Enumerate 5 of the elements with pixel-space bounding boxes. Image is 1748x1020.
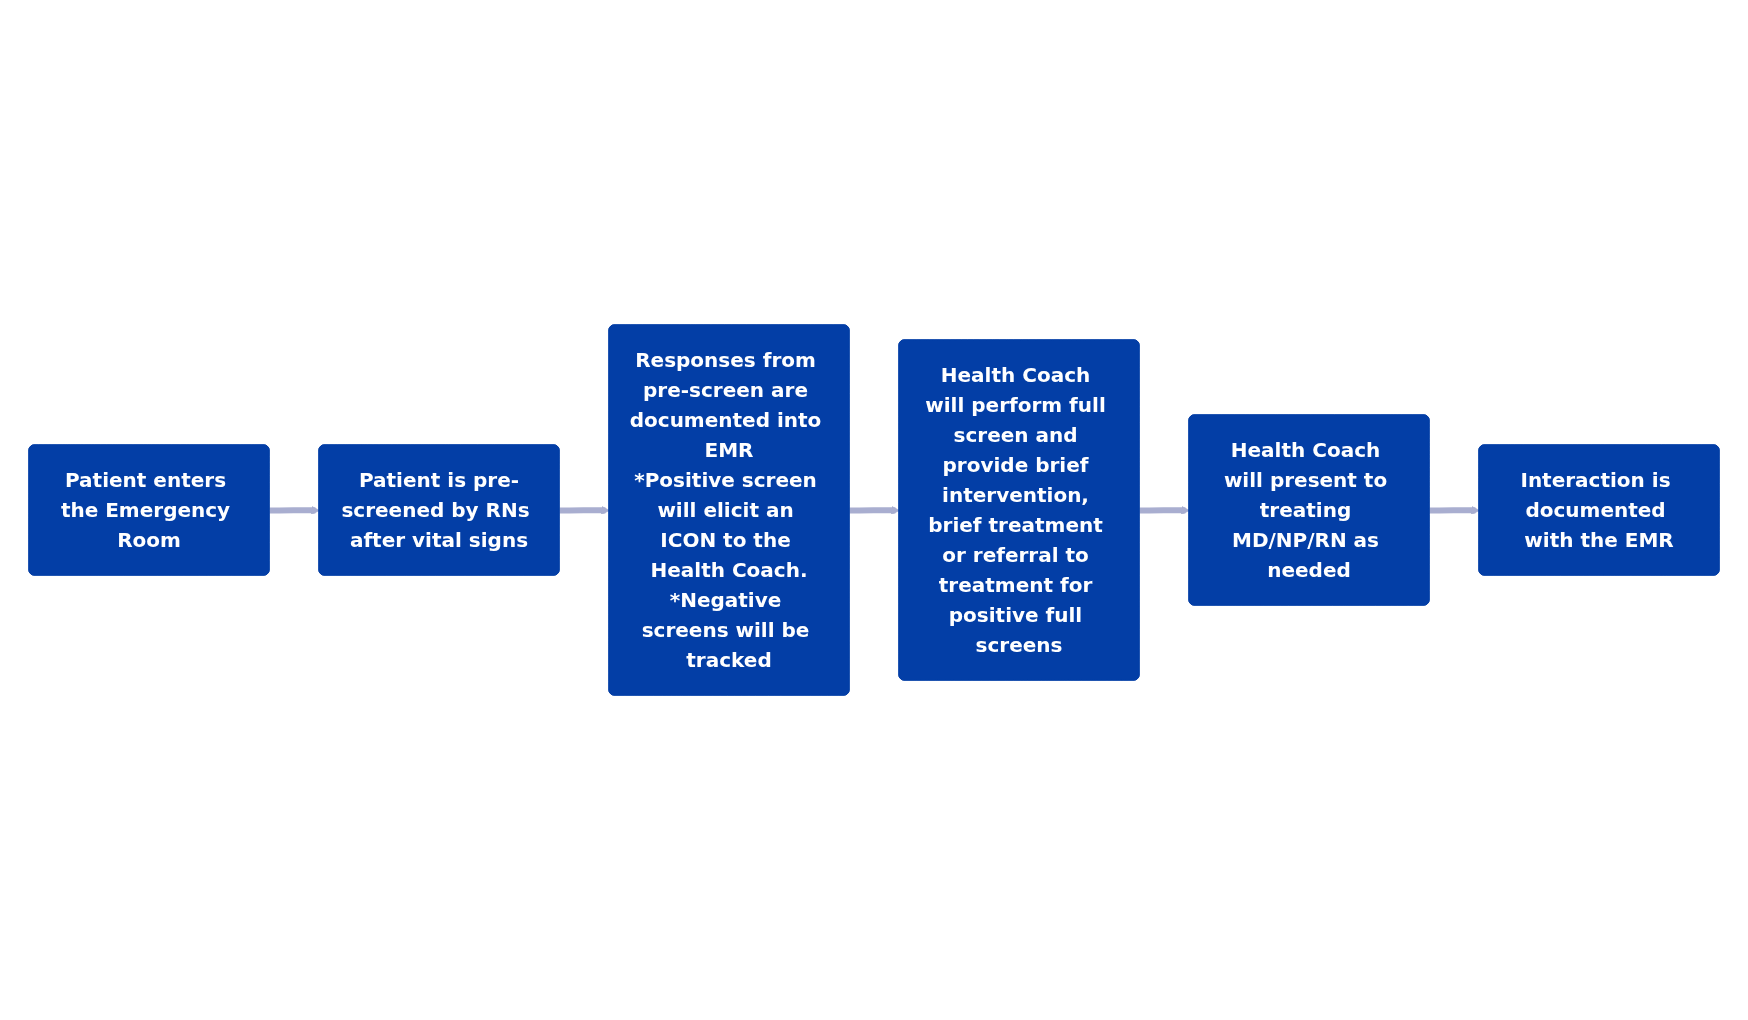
arrow: [849, 505, 900, 515]
arrow: [559, 505, 610, 515]
arrow: [1139, 505, 1190, 515]
arrow: [269, 505, 320, 515]
arrow: [1429, 505, 1480, 515]
